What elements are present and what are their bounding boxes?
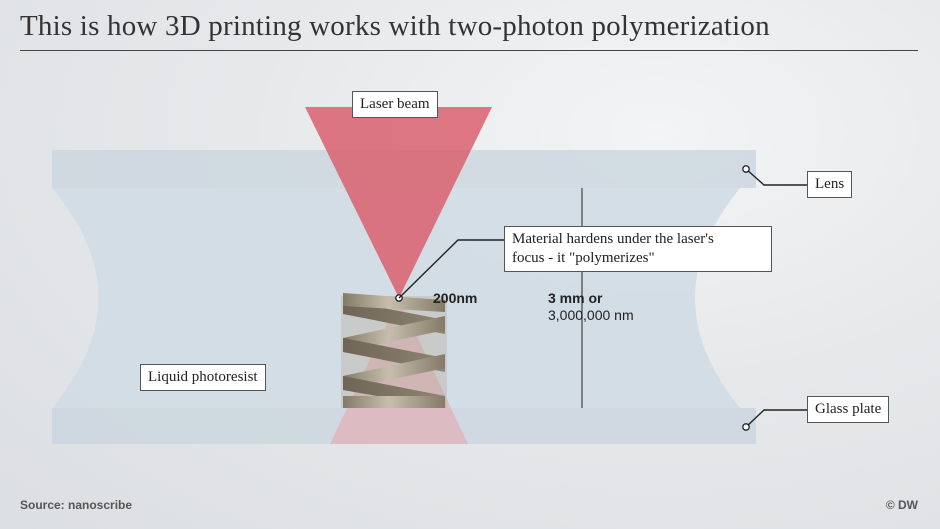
label-laser-beam: Laser beam (352, 91, 438, 118)
material-line-1: Material hardens under the laser's (512, 231, 714, 247)
page-title: This is how 3D printing works with two-p… (20, 10, 770, 42)
glass-leader-line (745, 409, 808, 428)
lens-leader-line (745, 168, 808, 186)
height-label-line-1: 3 mm or (548, 290, 603, 306)
title-divider (20, 50, 918, 51)
printed-spring-structure (341, 293, 447, 408)
height-label-line-2: 3,000,000 nm (548, 307, 634, 323)
label-lens: Lens (807, 171, 853, 198)
source-credit: Source: nanoscribe (20, 498, 133, 512)
focus-size-label: 200nm (433, 290, 478, 306)
material-line-2: focus - it "polymerizes" (512, 250, 655, 266)
label-material-hardens: Material hardens under the laser's focus… (504, 226, 772, 272)
label-liquid-photoresist: Liquid photoresist (140, 364, 266, 391)
copyright-credit: © DW (885, 498, 918, 512)
material-leader-line (398, 239, 510, 299)
label-glass-plate: Glass plate (807, 396, 890, 423)
laser-beam-cone (305, 107, 492, 298)
